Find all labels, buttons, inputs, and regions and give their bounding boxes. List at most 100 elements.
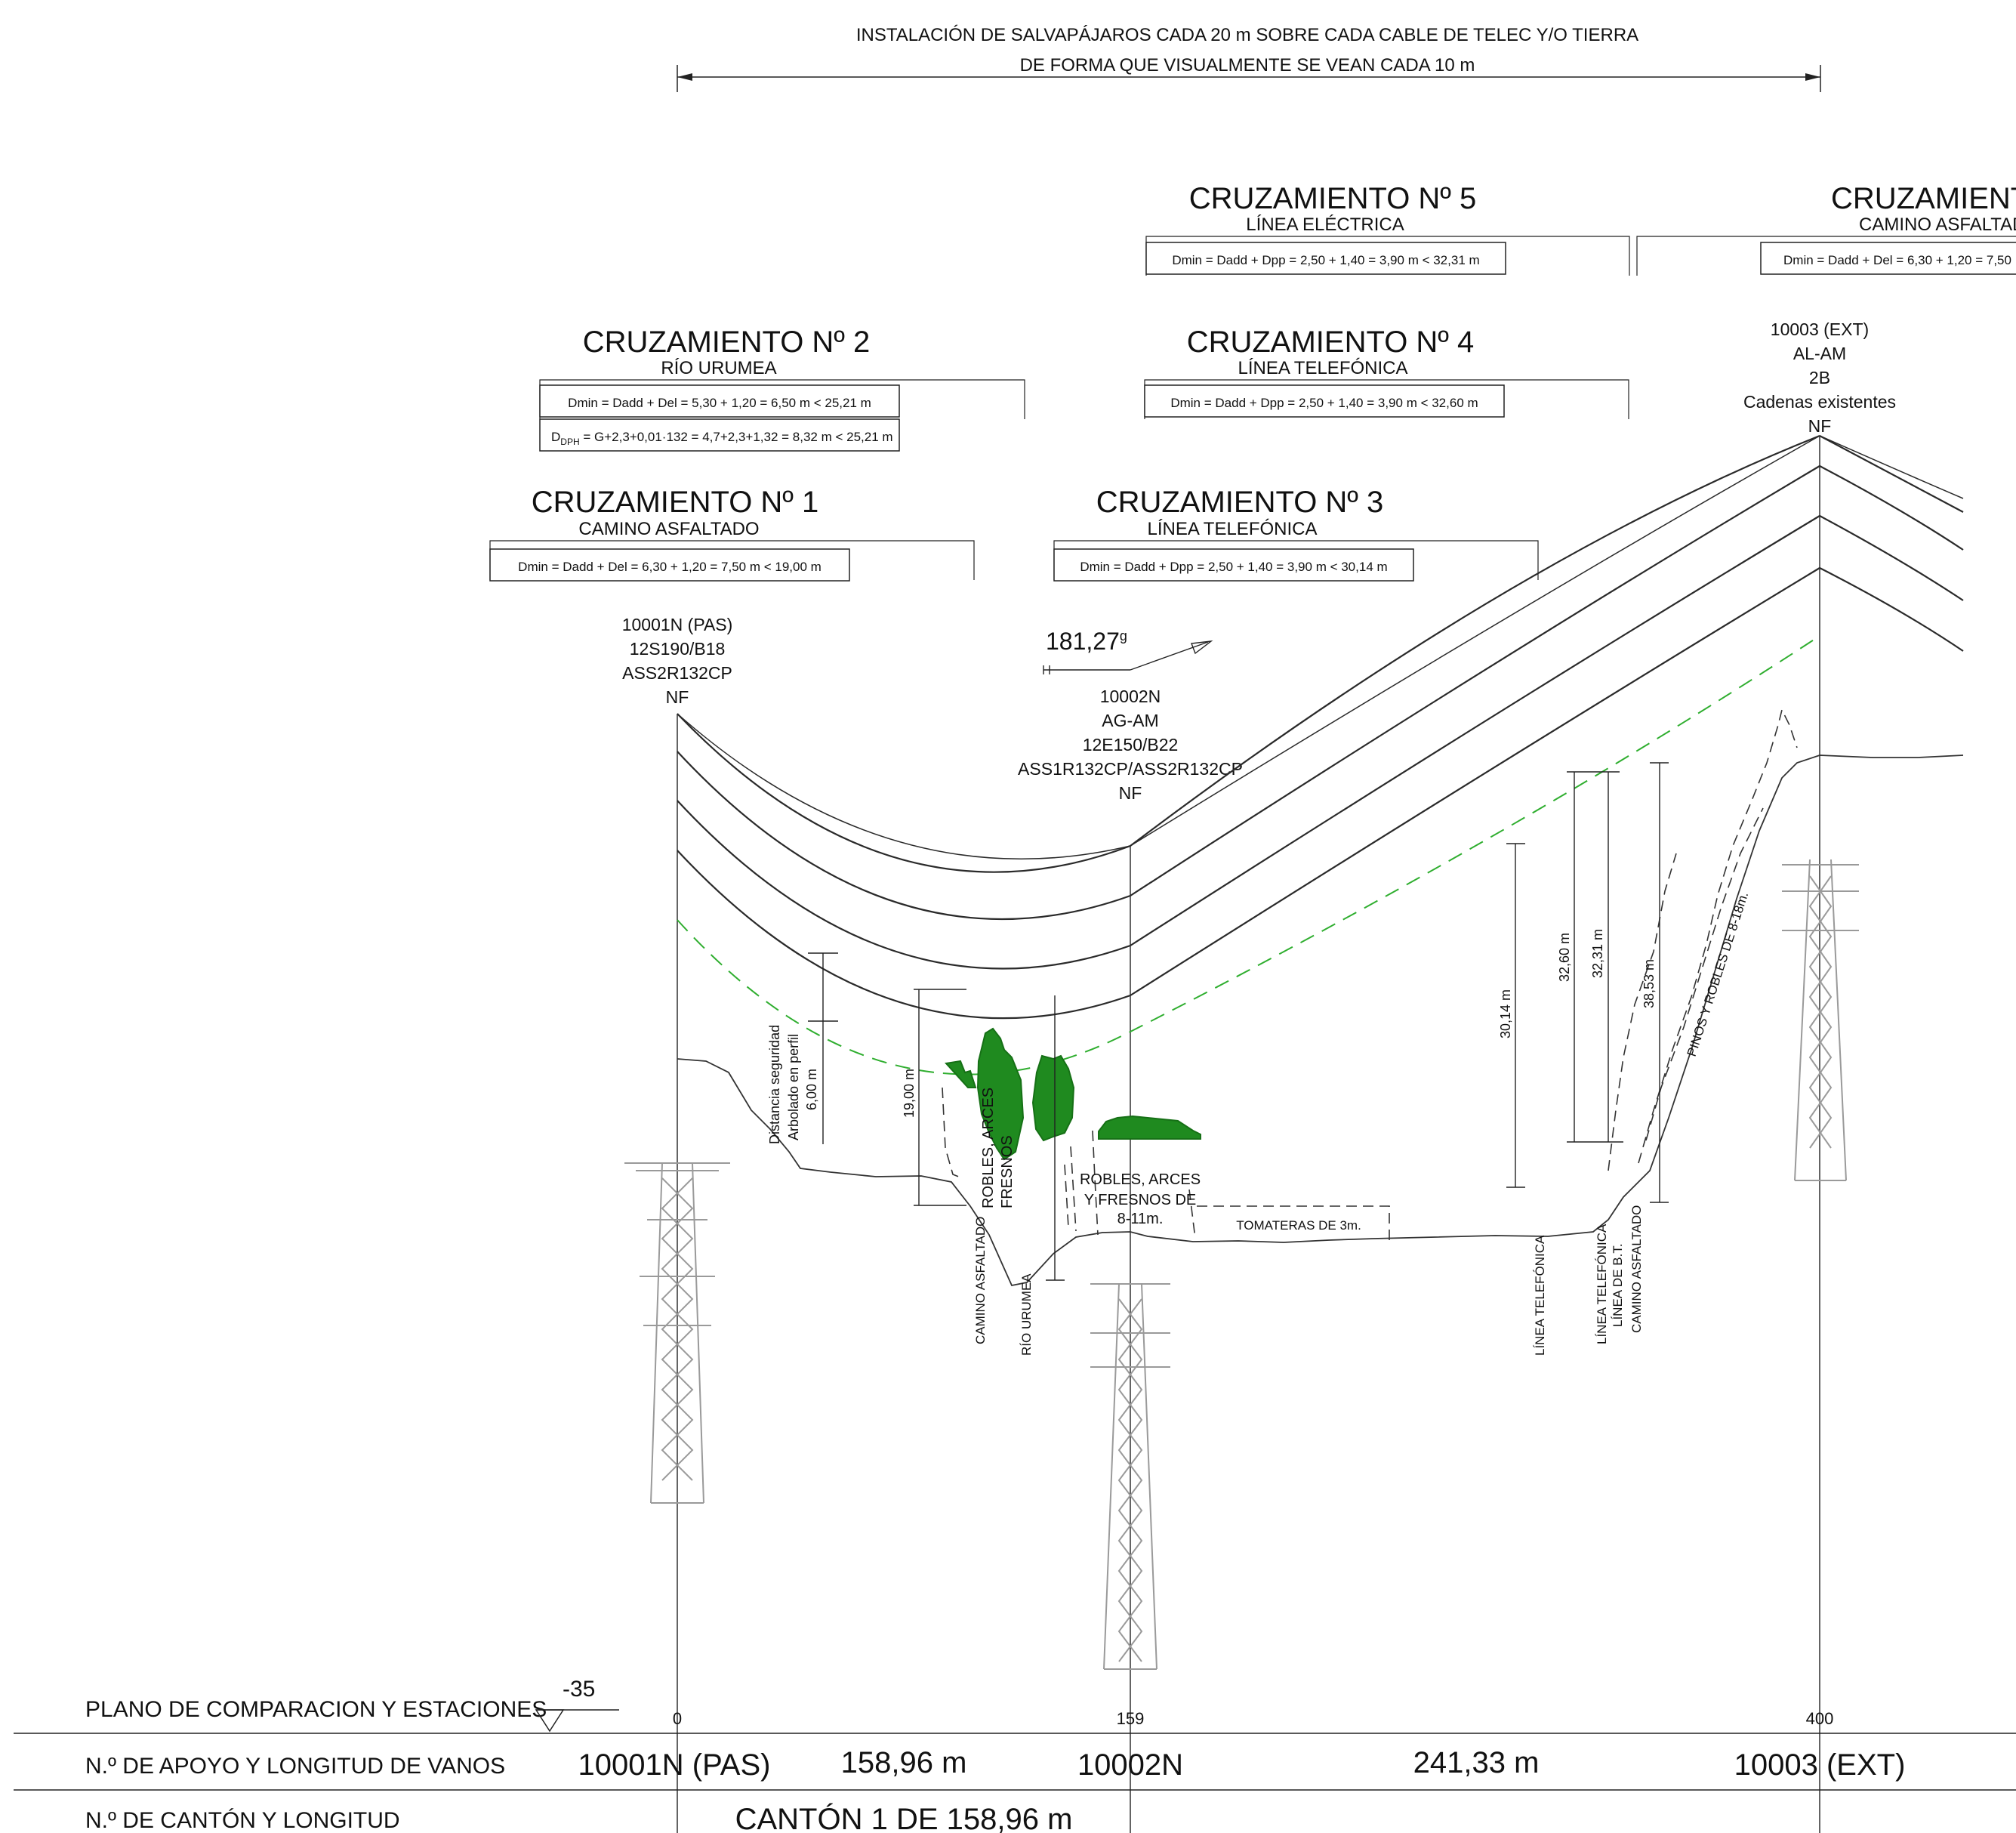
station-value: 0 [673,1709,682,1728]
row-label-stations: PLANO DE COMPARACION Y ESTACIONES [85,1697,547,1722]
profile-table: PLANO DE COMPARACION Y ESTACIONES N.º DE… [14,1677,2016,1833]
crossing-formula: Dmin = Dadd + Del = 5,30 + 1,20 = 6,50 m… [568,396,871,410]
conductor-4-extension [1819,567,1964,652]
crossing-3: CRUZAMIENTO Nº 3 LÍNEA TELEFÓNICA Dmin =… [1053,486,1539,582]
dimension-label: 38,53 m [1641,959,1657,1008]
earth-wire-extension [1819,435,1964,499]
crossing-title: CRUZAMIENTO Nº 2 [583,326,871,359]
crossing-formula: Dmin = Dadd + Del = 6,30 + 1,20 = 7,50 [1783,253,2011,267]
clearance-dimensions [808,762,1669,1281]
vegetation-label: TOMATERAS DE 3m. [1236,1218,1361,1233]
crossing-subtitle: CAMINO ASFALTADO [1859,214,2016,235]
vegetation-outline-3 [1092,1130,1196,1239]
crossing-title: CRUZAMIENTO [1831,182,2016,215]
crossing-1: CRUZAMIENTO Nº 1 CAMINO ASFALTADO Dmin =… [489,486,975,582]
ground-label: CAMINO ASFALTADO [1629,1205,1644,1333]
tower-10002N [1090,1283,1170,1670]
support-name: 10003 (EXT) [1734,1748,1906,1782]
terrain: ROBLES, ARCES FRESNOS ROBLES, ARCES Y FR… [677,708,1964,1356]
row-label-supports: N.º DE APOYO Y LONGITUD DE VANOS [85,1754,505,1779]
row-label-canton: N.º DE CANTÓN Y LONGITUD [85,1808,400,1833]
safety-distance-line [677,635,1820,1075]
arrow-right-icon [1805,73,1820,81]
ground-label: LÍNEA TELEFÓNICA [1533,1235,1547,1356]
angle-marker: 181,27g [1043,628,1213,674]
support-line: 10003 (EXT) [1771,319,1869,339]
crossing-title: CRUZAMIENTO Nº 1 [532,486,819,519]
conductor-3-extension [1819,515,1964,601]
support-line: AL-AM [1793,344,1846,363]
support-line: NF [1808,416,1832,436]
tree-cluster-4 [1098,1115,1201,1140]
crossing-formula-2: DDPH = G+2,3+0,01·132 = 4,7+2,3+1,32 = 8… [551,430,893,447]
pine-slope-outline-1 [1608,853,1677,1171]
arrow-left-icon [677,73,692,81]
angle-value: 181,27 [1046,628,1120,655]
crossing-5: CRUZAMIENTO Nº 5 LÍNEA ELÉCTRICA Dmin = … [1145,182,1630,276]
crossing-2: CRUZAMIENTO Nº 2 RÍO URUMEA Dmin = Dadd … [539,326,1025,452]
tomateras-outline [1197,1205,1390,1242]
tree-cluster-2 [976,1027,1025,1161]
svg-text:181,27g: 181,27g [1046,628,1127,655]
support-line: 12S190/B18 [630,639,726,659]
ground-profile [677,754,1964,1287]
pine-slope-outline-3 [1645,807,1764,1141]
tower-10003 [1782,859,1859,1181]
conductor-3 [677,515,1820,970]
ground-label: LÍNEA TELEFÓNICA [1595,1224,1609,1344]
vegetation-label: ROBLES, ARCES [980,1088,997,1208]
ground-label: LÍNEA DE B.T. [1611,1243,1625,1327]
dimension-label: Arbolado en perfil [786,1034,801,1140]
ground-label: RÍO URUMEA [1019,1273,1034,1356]
dimension-label: 32,60 m [1557,933,1572,982]
span-length: 241,33 m [1413,1746,1540,1779]
crossing-subtitle: RÍO URUMEA [661,358,776,378]
header-line-1: INSTALACIÓN DE SALVAPÁJAROS CADA 20 m SO… [856,25,1638,45]
tower-10001N [624,1162,730,1504]
vegetation-label: ROBLES, ARCES [1080,1171,1201,1188]
dimension-label: Distancia seguridad [767,1025,782,1144]
span-length: 158,96 m [841,1746,967,1779]
support-name: 10002N [1077,1748,1183,1782]
angle-unit: g [1120,628,1127,643]
header-line-2: DE FORMA QUE VISUALMENTE SE VEAN CADA 10… [1020,55,1475,76]
station-value: 159 [1117,1709,1145,1728]
tree-cluster-1 [945,1060,977,1088]
crossing-6: CRUZAMIENTO CAMINO ASFALTADO Dmin = Dadd… [1636,182,2016,276]
crossing-formula: Dmin = Dadd + Del = 6,30 + 1,20 = 7,50 m… [518,560,822,574]
station-value: 400 [1806,1709,1834,1728]
support-line: 2B [1809,368,1830,387]
conductor-2 [677,465,1820,921]
support-label-10002N: 10002N AG-AM 12E150/B22 ASS1R132CP/ASS2R… [1018,687,1243,803]
conductor-1 [677,434,1820,873]
dimension-label: 19,00 m [902,1069,917,1118]
crossing-formula: Dmin = Dadd + Dpp = 2,50 + 1,40 = 3,90 m… [1172,253,1479,267]
crossing-subtitle: LÍNEA TELEFÓNICA [1238,358,1408,378]
vegetation-outline-2 [1064,1146,1077,1232]
crossing-subtitle: LÍNEA ELÉCTRICA [1246,214,1404,235]
support-line: 12E150/B22 [1083,735,1179,754]
pine-slope-outline-2 [1638,708,1798,1164]
crossing-title: CRUZAMIENTO Nº 3 [1096,486,1384,519]
conductor-2-extension [1819,465,1964,551]
support-label-10001N: 10001N (PAS) 12S190/B18 ASS2R132CP NF [622,615,733,707]
crossing-subtitle: LÍNEA TELEFÓNICA [1148,519,1318,539]
conductor-1-extension [1819,435,1964,513]
support-line: ASS2R132CP [622,663,732,683]
dimension-label: 32,31 m [1590,929,1605,978]
support-line: NF [666,687,689,707]
canton-label: CANTÓN 1 DE 158,96 m [735,1802,1073,1833]
crossing-formula: Dmin = Dadd + Dpp = 2,50 + 1,40 = 3,90 m… [1080,560,1387,574]
support-line: 10002N [1100,687,1161,706]
crossing-4: CRUZAMIENTO Nº 4 LÍNEA TELEFÓNICA Dmin =… [1144,326,1629,419]
ground-label: CAMINO ASFALTADO [973,1217,988,1344]
support-line: NF [1119,783,1142,803]
crossing-formula: Dmin = Dadd + Dpp = 2,50 + 1,40 = 3,90 m… [1170,396,1478,410]
header: INSTALACIÓN DE SALVAPÁJAROS CADA 20 m SO… [677,25,1821,92]
crossing-title: CRUZAMIENTO Nº 4 [1187,326,1475,359]
arrow-head-icon [1191,640,1213,655]
support-name: 10001N (PAS) [578,1748,771,1782]
clearance-labels: Distancia seguridad Arbolado en perfil 6… [767,929,1657,1144]
support-line: Cadenas existentes [1743,392,1896,412]
